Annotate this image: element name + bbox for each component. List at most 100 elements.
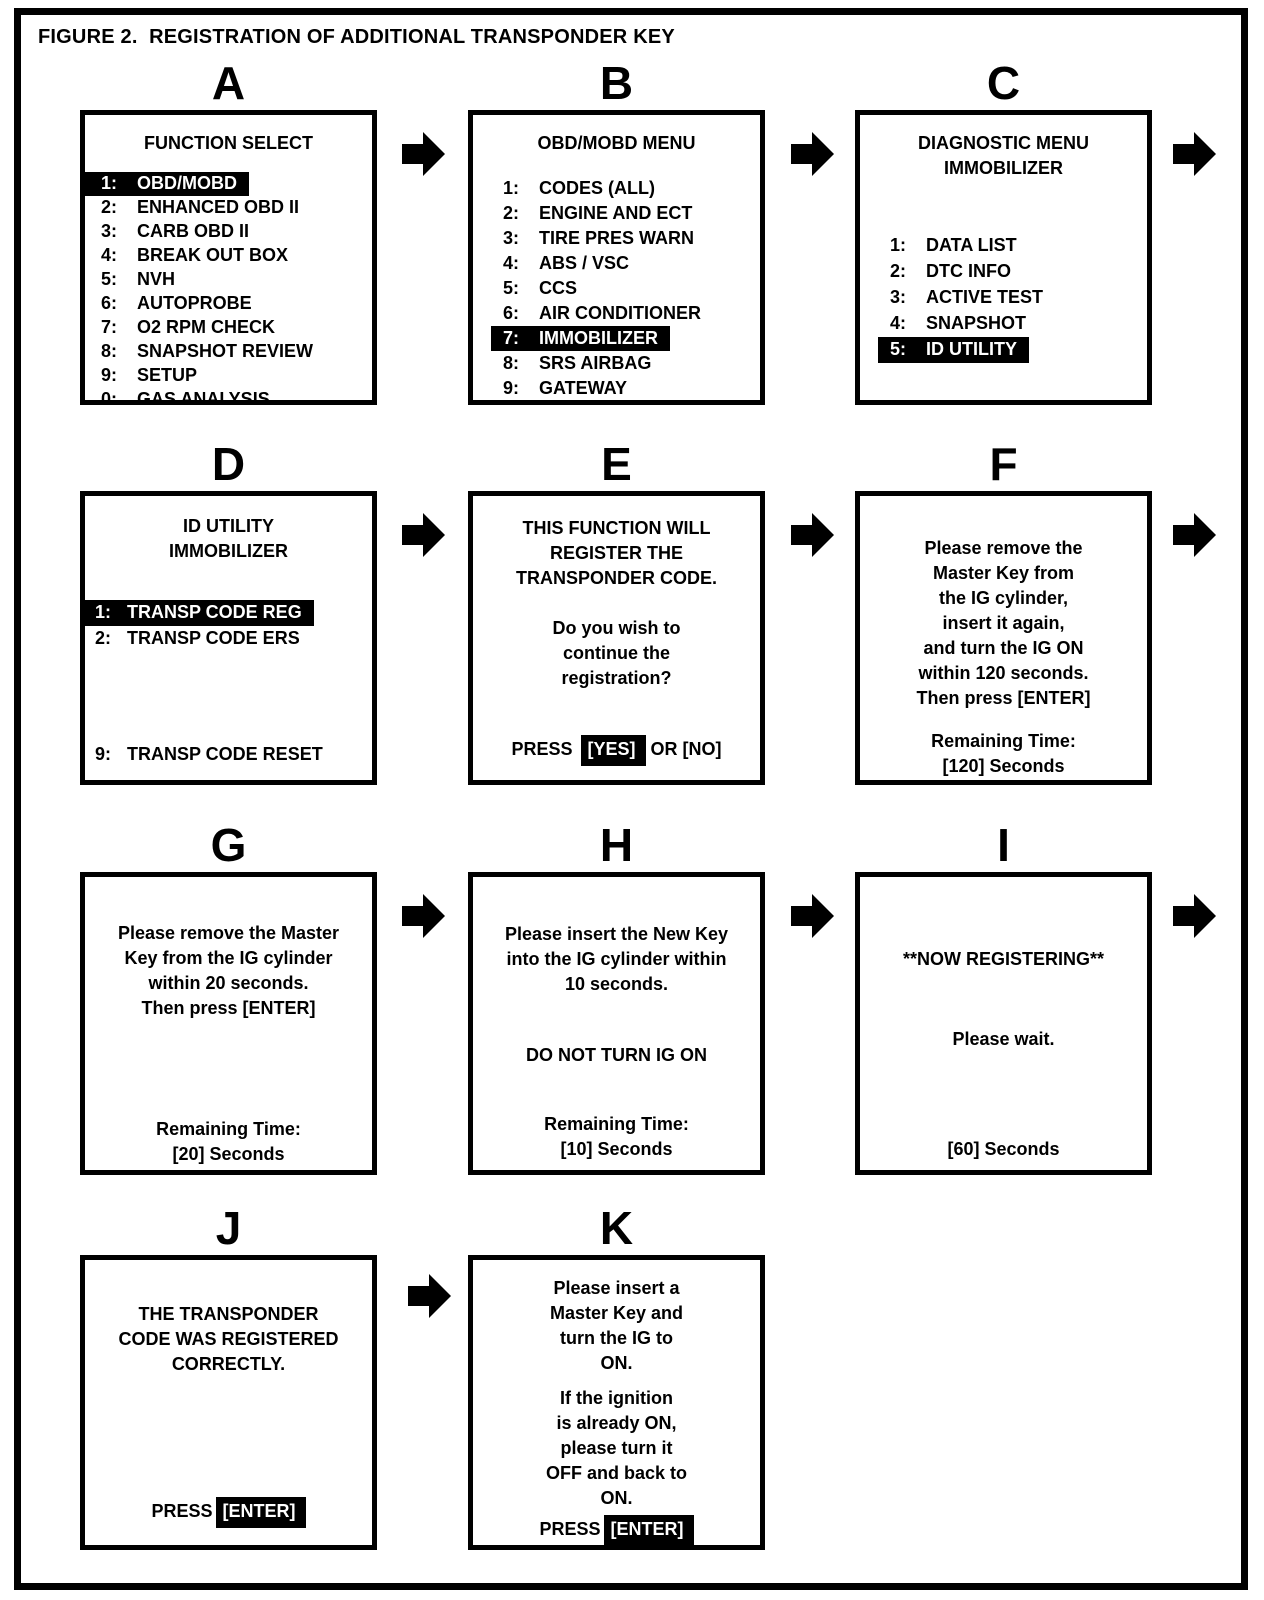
menu-row: 9:SETUP [85, 364, 372, 388]
screen-gap [860, 972, 1147, 1027]
menu-row: 2: ENGINE AND ECT [473, 201, 760, 226]
screen-line: please turn it [560, 1438, 673, 1458]
menu-row: 7:O2 RPM CHECK [85, 316, 372, 340]
screen-title: IMMOBILIZER [169, 541, 288, 561]
screen-line: registration? [561, 668, 672, 688]
screen-line: CODE WAS REGISTERED [118, 1329, 339, 1349]
box-label-i: I [997, 819, 1010, 871]
screen-box-i: I **NOW REGISTERING**Please wait.[60] Se… [855, 820, 1152, 1175]
figure-title: FIGURE 2. REGISTRATION OF ADDITIONAL TRA… [38, 26, 675, 48]
menu-item-number: 4: [503, 253, 520, 273]
box-label-d: D [211, 438, 246, 490]
menu-row: 6:AIR CONDITIONER [473, 301, 760, 326]
menu-item: 5:NVH [85, 268, 187, 292]
box-label-b: B [599, 57, 634, 109]
menu-item-number: 4: [101, 245, 118, 265]
menu-row: 9:GATEWAY [473, 376, 760, 400]
screen-gap [473, 1068, 760, 1112]
menu-row: 2:ENHANCED OBD II [85, 196, 372, 220]
box-label-f: F [989, 438, 1018, 490]
key-highlight: [ENTER] [215, 1497, 306, 1528]
menu-item-number: 2: [503, 203, 520, 223]
menu-item-label: IMMOBILIZER [539, 328, 658, 348]
menu-item-selected: 5:ID UTILITY [878, 337, 1029, 363]
screen-line: Remaining Time: [931, 731, 1076, 751]
screen-title: OBD/MOBD MENU [537, 133, 696, 153]
screen-gap [85, 1377, 372, 1497]
menu-item-number: 8: [503, 353, 520, 373]
menu-row: 4:ABS / VSC [473, 251, 760, 276]
screen-i: **NOW REGISTERING**Please wait.[60] Seco… [855, 872, 1152, 1175]
menu-item-label: TRANSP CODE REG [127, 602, 302, 622]
screen-line: If the ignition [560, 1388, 673, 1408]
screen-line: THE TRANSPONDER [138, 1304, 319, 1324]
menu-item-number: 7: [503, 328, 520, 348]
menu-item-number: 3: [101, 221, 118, 241]
menu-item: 3:TIRE PRES WARN [491, 226, 706, 251]
menu-item-selected: 7: IMMOBILIZER [491, 326, 670, 351]
menu-item-number: 2: [101, 197, 118, 217]
menu-item-number: 6: [101, 293, 118, 313]
flow-arrow-c-next [1173, 130, 1217, 178]
menu-item-number: 8: [101, 341, 118, 361]
menu-row: 3:ACTIVE TEST [860, 285, 1147, 311]
menu-item-label: ENGINE AND ECT [539, 203, 693, 223]
screen-line: is already ON, [556, 1413, 677, 1433]
menu-item: 2:DTC INFO [878, 259, 1023, 285]
menu-item: 3:CARB OBD II [85, 220, 261, 244]
menu-row: 2:DTC INFO [860, 259, 1147, 285]
press-text: PRESS [151, 1501, 213, 1521]
menu-item: 9:SETUP [85, 364, 209, 388]
screen-line: Master Key from [932, 563, 1075, 583]
box-label-e: E [601, 438, 632, 490]
key-highlight: [ENTER] [603, 1515, 694, 1545]
menu-item-label: OBD/MOBD [137, 173, 237, 193]
box-label-g: G [210, 819, 247, 871]
screen-line: [10] Seconds [560, 1139, 673, 1159]
screen-line: ON. [600, 1488, 633, 1508]
screen-line: Then press [ENTER] [916, 688, 1091, 708]
menu-row: 5:CCS [473, 276, 760, 301]
screen-line: within 120 seconds. [918, 663, 1089, 683]
menu-item: 3:ACTIVE TEST [878, 285, 1055, 311]
press-line: PRESS[ENTER] [473, 1515, 760, 1545]
menu-item: 9:GATEWAY [491, 376, 639, 400]
screen-gap [85, 652, 372, 742]
screen-title: FUNCTION SELECT [144, 133, 313, 153]
menu-item-label: DTC INFO [926, 261, 1011, 281]
screen-gap [473, 691, 760, 735]
menu-row: 0:GAS ANALYSIS [85, 388, 372, 405]
screen-line: [60] Seconds [947, 1139, 1060, 1159]
screen-line: turn the IG to [560, 1328, 673, 1348]
menu-row: 5:NVH [85, 268, 372, 292]
flow-arrow-h-i [791, 892, 835, 940]
screen-line: OFF and back to [545, 1463, 687, 1483]
menu-item-label: CCS [539, 278, 578, 298]
menu-item: 4:ABS / VSC [491, 251, 641, 276]
menu-row: 2:TRANSP CODE ERS [85, 626, 372, 652]
menu-row: 8:SRS AIRBAG [473, 351, 760, 376]
flow-arrow-j-k [408, 1272, 452, 1320]
screen-line: Master Key and [549, 1303, 684, 1323]
menu-item: 9:TRANSP CODE RESET [85, 742, 335, 768]
menu-item-label: TRANSP CODE ERS [127, 628, 300, 648]
screen-gap [473, 156, 760, 176]
menu-row: 3:CARB OBD II [85, 220, 372, 244]
menu-item-label: GAS ANALYSIS [137, 389, 270, 405]
menu-item: 0:GAS ANALYSIS [85, 388, 282, 405]
menu-item-number: 7: [101, 317, 118, 337]
screen-gap [85, 156, 372, 172]
screen-line: Please remove the Master [117, 923, 340, 943]
flow-arrow-a-b [402, 130, 446, 178]
box-label-k: K [599, 1202, 634, 1254]
